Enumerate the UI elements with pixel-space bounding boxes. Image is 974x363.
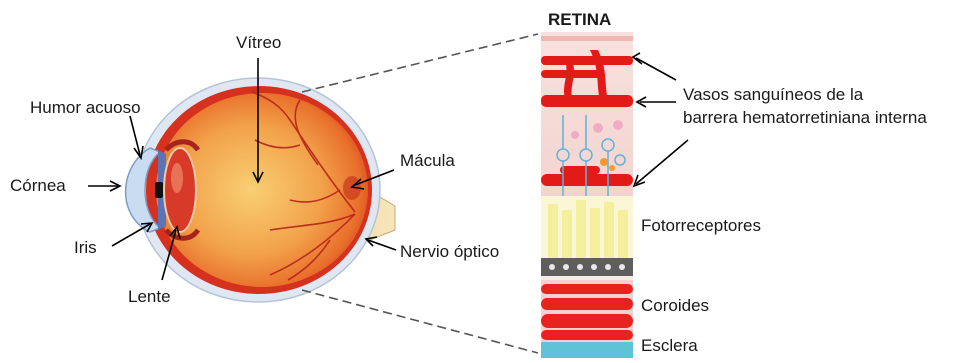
label-sclera: Esclera (641, 336, 698, 356)
label-lens: Lente (128, 287, 171, 307)
retina-cross-section (541, 32, 633, 358)
label-choroid: Coroides (641, 296, 709, 316)
label-aqueous-humor: Humor acuoso (30, 98, 141, 118)
label-iris: Iris (74, 238, 97, 258)
label-macula: Mácula (400, 151, 455, 171)
label-vitreous: Vítreo (236, 33, 281, 53)
sclera-band (541, 342, 633, 358)
zoom-line-bottom (302, 290, 538, 353)
pupil-shape (155, 182, 163, 198)
photoreceptor-layer (541, 196, 633, 258)
retina-title: RETINA (548, 10, 611, 30)
label-vessels-line1: Vasos sanguíneos de la (683, 85, 863, 105)
label-photoreceptors: Fotorreceptores (641, 216, 761, 236)
zoom-line-top (302, 34, 538, 92)
retina-label-arrows (633, 53, 688, 186)
choroid-band (541, 280, 633, 342)
label-vessels-line2: barrera hematorretiniana interna (683, 108, 927, 128)
label-optic-nerve: Nervio óptico (400, 242, 499, 262)
label-cornea: Córnea (10, 176, 66, 196)
